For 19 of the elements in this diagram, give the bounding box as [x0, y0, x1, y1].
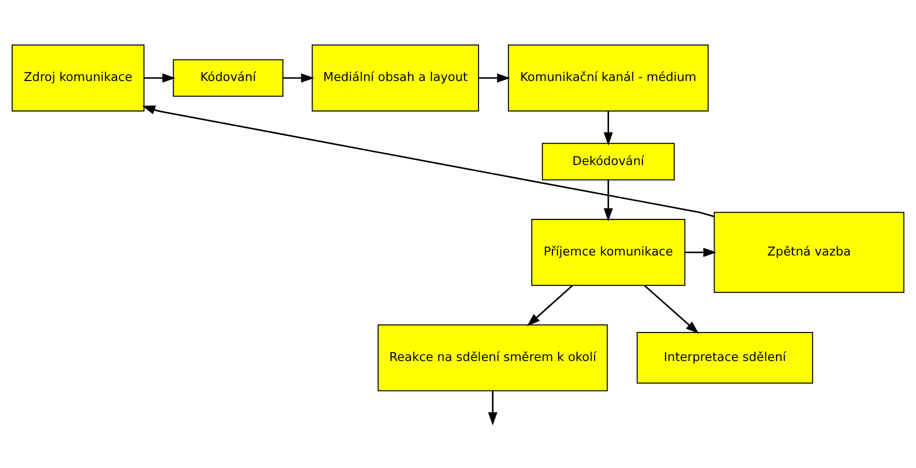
node-box: Interpretace sdělení	[636, 331, 814, 384]
arrow	[604, 180, 613, 221]
arrow	[604, 110, 613, 145]
node-box: Mediální obsah a layout	[312, 44, 480, 111]
arrow	[142, 104, 714, 217]
arrow	[644, 284, 699, 334]
arrow	[283, 72, 314, 82]
node-box: Kódování	[172, 58, 284, 96]
node-box: Zdroj komunikace	[12, 44, 144, 111]
arrow	[144, 72, 176, 82]
node-box: Zpětná vazba	[714, 211, 904, 292]
arrow	[526, 284, 573, 326]
arrow	[478, 72, 510, 82]
node-box: Reakce na sdělení směrem k okolí	[378, 324, 608, 391]
node-box: Komunikační kanál - médium	[508, 44, 709, 111]
arrow	[685, 247, 716, 256]
arrow	[488, 390, 498, 425]
node-box: Dekódování	[542, 142, 675, 180]
node-box: Příjemce komunikace	[531, 218, 686, 286]
